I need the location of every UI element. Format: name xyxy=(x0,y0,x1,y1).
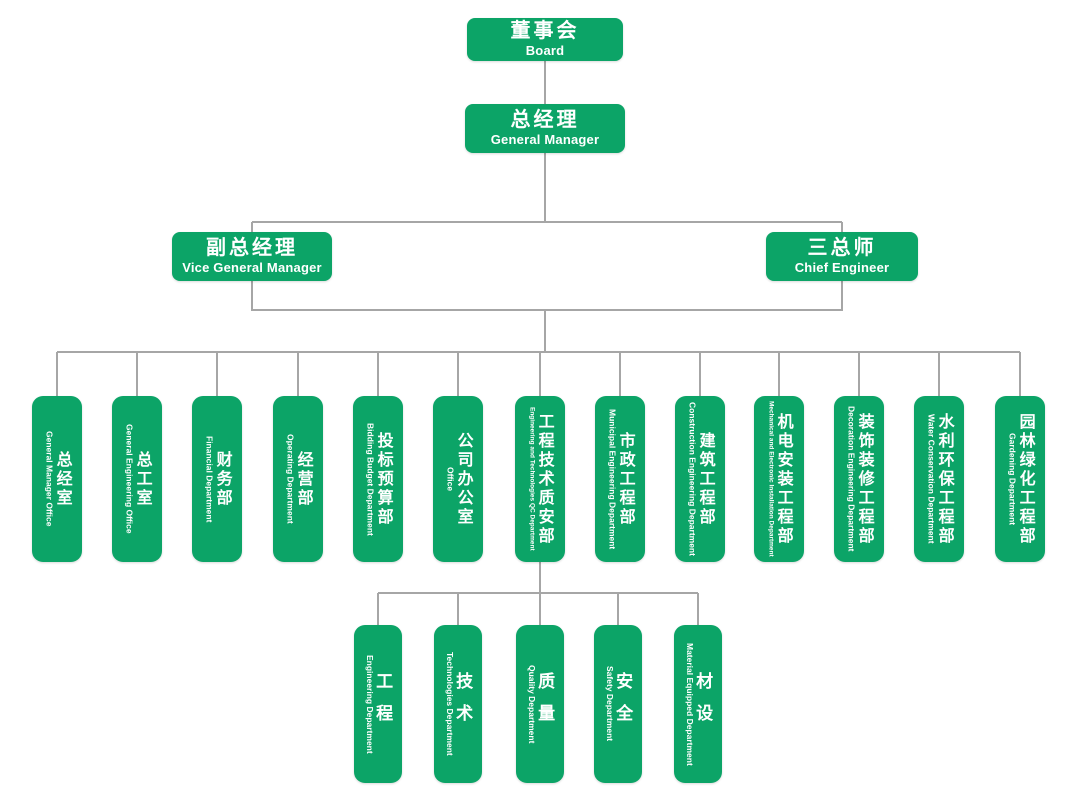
dept-label-zh: 工程技术质安部 xyxy=(535,412,553,546)
dept-municipal-engineering: Municipal Engineering Department 市政工程部 xyxy=(595,396,645,562)
dept-label-en: Engineering and Technologies QC Departme… xyxy=(528,407,536,551)
node-ce-label-en: Chief Engineer xyxy=(794,260,890,276)
sub-label-zh: 工程 xyxy=(373,672,393,736)
sub-label-zh: 安全 xyxy=(613,672,633,736)
dept-label-en: Financial Department xyxy=(204,435,215,523)
dept-general-engineering-office: General Engineering Office 总工室 xyxy=(112,396,162,562)
node-vice-general-manager: 副总经理 Vice General Manager xyxy=(172,232,332,281)
dept-label-en: Operating Department xyxy=(285,434,296,524)
dept-construction-engineering: Construction Engineering Department 建筑工程… xyxy=(675,396,725,562)
dept-label-en: Municipal Engineering Department xyxy=(607,408,618,550)
dept-engineering-technologies-qc: Engineering and Technologies QC Departme… xyxy=(515,396,565,562)
dept-label-zh: 园林绿化工程部 xyxy=(1016,412,1034,546)
sub-material-equipped: Material Equipped Department 材设 xyxy=(674,625,722,783)
dept-operating: Operating Department 经营部 xyxy=(273,396,323,562)
dept-label-en: Bidding Budget Department xyxy=(365,422,376,536)
sub-safety: Safety Department 安全 xyxy=(594,625,642,783)
dept-label-en: General Engineering Office xyxy=(124,424,135,534)
sub-technologies: Technologies Department 技术 xyxy=(434,625,482,783)
dept-gardening: Gardening Department 园林绿化工程部 xyxy=(995,396,1045,562)
sub-label-en: Technologies Department xyxy=(445,652,456,756)
sub-engineering: Engineering Department 工程 xyxy=(354,625,402,783)
sub-quality: Quality Department 质量 xyxy=(516,625,564,783)
node-vgm-label-en: Vice General Manager xyxy=(182,260,322,276)
dept-general-manager-office: General Manager Office 总经室 xyxy=(32,396,82,562)
dept-label-en: General Manager Office xyxy=(44,431,55,527)
node-chief-engineer: 三总师 Chief Engineer xyxy=(766,232,918,281)
dept-water-conservation: Water Conservation Department 水利环保工程部 xyxy=(914,396,964,562)
sub-label-en: Material Equipped Department xyxy=(685,642,696,766)
dept-label-zh: 水利环保工程部 xyxy=(935,412,953,546)
dept-label-zh: 机电安装工程部 xyxy=(774,412,792,546)
dept-label-zh: 经营部 xyxy=(294,450,312,508)
dept-bidding-budget: Bidding Budget Department 投标预算部 xyxy=(353,396,403,562)
dept-company-office: Office 公司办公室 xyxy=(433,396,483,562)
sub-label-zh: 材设 xyxy=(693,672,713,736)
node-general-manager: 总经理 General Manager xyxy=(465,104,625,153)
dept-label-en: Decoration Engineering Department xyxy=(846,406,857,552)
dept-label-zh: 装饰装修工程部 xyxy=(855,412,873,546)
dept-label-en: Office xyxy=(445,466,456,492)
dept-label-zh: 总经室 xyxy=(53,450,71,508)
sub-label-en: Safety Department xyxy=(605,666,616,742)
sub-label-zh: 技术 xyxy=(453,672,473,736)
dept-label-en: Gardening Department xyxy=(1007,432,1018,526)
dept-label-zh: 投标预算部 xyxy=(374,431,392,527)
dept-label-zh: 总工室 xyxy=(133,450,151,508)
dept-financial: Financial Department 财务部 xyxy=(192,396,242,562)
sub-label-en: Quality Department xyxy=(527,664,538,744)
node-board: 董事会 Board xyxy=(467,18,623,61)
dept-label-zh: 建筑工程部 xyxy=(696,431,714,527)
dept-mechanical-electronic-installation: Mechanical and Electronic Installation D… xyxy=(754,396,804,562)
node-gm-label-zh: 总经理 xyxy=(510,109,580,132)
node-board-label-en: Board xyxy=(525,43,565,59)
node-vgm-label-zh: 副总经理 xyxy=(206,237,298,260)
sub-label-zh: 质量 xyxy=(535,672,555,736)
dept-label-zh: 公司办公室 xyxy=(454,431,472,527)
sub-label-en: Engineering Department xyxy=(365,654,376,754)
node-ce-label-zh: 三总师 xyxy=(807,237,877,260)
dept-label-en: Mechanical and Electronic Installation D… xyxy=(767,401,775,557)
node-gm-label-en: General Manager xyxy=(490,132,600,148)
dept-label-en: Construction Engineering Department xyxy=(687,402,698,556)
node-board-label-zh: 董事会 xyxy=(510,20,580,43)
dept-label-zh: 财务部 xyxy=(213,450,231,508)
dept-decoration-engineering: Decoration Engineering Department 装饰装修工程… xyxy=(834,396,884,562)
dept-label-zh: 市政工程部 xyxy=(616,431,634,527)
dept-label-en: Water Conservation Department xyxy=(926,414,937,544)
